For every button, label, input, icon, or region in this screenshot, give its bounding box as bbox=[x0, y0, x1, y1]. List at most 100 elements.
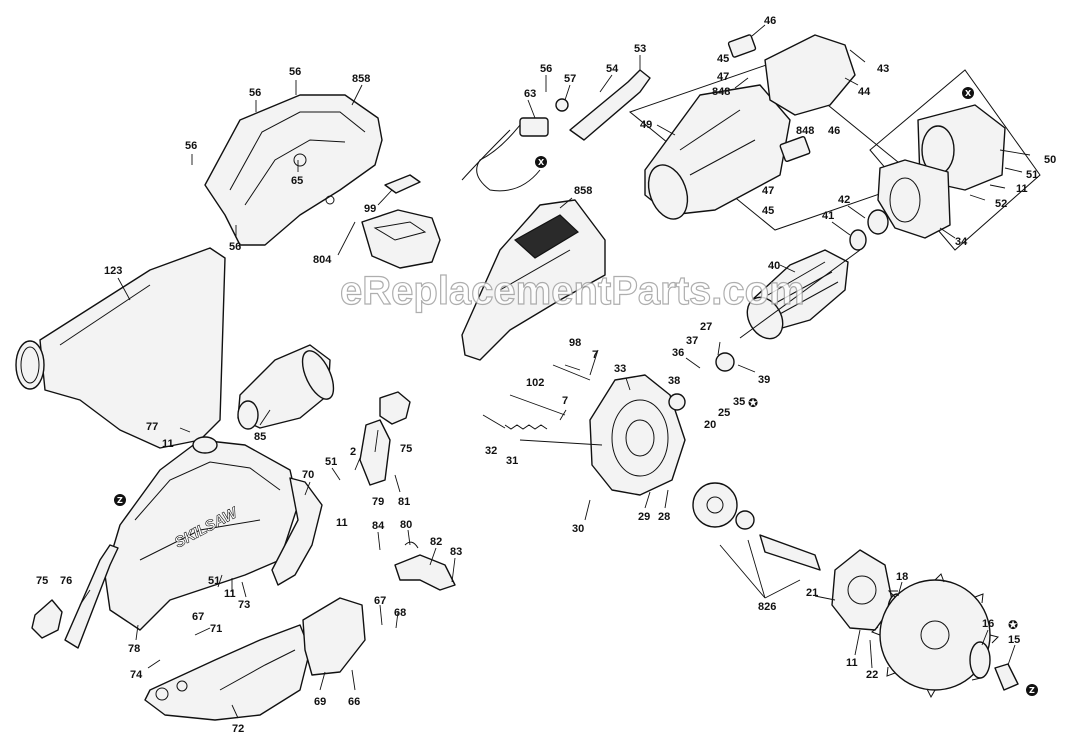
callout-83: 83 bbox=[450, 546, 462, 558]
callout-85: 85 bbox=[254, 431, 266, 443]
callout-47a: 47 bbox=[717, 71, 729, 83]
callout-99: 99 bbox=[364, 203, 376, 215]
symbol-star-35: ✪ bbox=[748, 396, 758, 410]
callout-28: 28 bbox=[658, 511, 670, 523]
callout-102: 102 bbox=[526, 377, 544, 389]
callout-858a: 858 bbox=[352, 73, 370, 85]
housing-cover bbox=[764, 34, 856, 116]
callout-45a: 45 bbox=[717, 53, 729, 65]
callout-848a: 848 bbox=[712, 86, 730, 98]
callout-70: 70 bbox=[302, 469, 314, 481]
dust-bag bbox=[15, 247, 226, 449]
callout-15: 15 bbox=[1008, 634, 1020, 646]
callout-21: 21 bbox=[806, 587, 818, 599]
callout-53: 53 bbox=[634, 43, 646, 55]
bracket-99 bbox=[384, 174, 421, 194]
callout-18: 18 bbox=[896, 571, 908, 583]
symbol-z-guard: Z bbox=[114, 494, 126, 506]
callout-69: 69 bbox=[314, 696, 326, 708]
callout-73: 73 bbox=[238, 599, 250, 611]
callout-826: 826 bbox=[758, 601, 776, 613]
callout-32: 32 bbox=[485, 445, 497, 457]
lower-guard-housing: SKILSAW bbox=[104, 436, 299, 631]
pinion-gear bbox=[715, 352, 735, 372]
callout-57: 57 bbox=[564, 73, 576, 85]
callout-41: 41 bbox=[822, 210, 834, 222]
callout-37: 37 bbox=[686, 335, 698, 347]
callout-43: 43 bbox=[877, 63, 889, 75]
callout-7a: 7 bbox=[592, 349, 598, 361]
callout-2: 2 bbox=[350, 446, 356, 458]
callout-81: 81 bbox=[398, 496, 410, 508]
callout-34: 34 bbox=[955, 236, 968, 248]
watermark: eReplacementParts.com bbox=[340, 269, 805, 313]
strap bbox=[64, 544, 119, 649]
callout-52: 52 bbox=[995, 198, 1007, 210]
outer-flange bbox=[969, 641, 991, 679]
callout-11c: 11 bbox=[162, 438, 174, 450]
svg-text:X: X bbox=[538, 158, 545, 167]
callout-33: 33 bbox=[614, 363, 626, 375]
spindle-gear-assembly bbox=[692, 482, 821, 571]
symbol-x-field: X bbox=[962, 87, 974, 99]
callout-56e: 56 bbox=[540, 63, 552, 75]
callout-858b: 858 bbox=[574, 185, 592, 197]
callout-20: 20 bbox=[704, 419, 716, 431]
callout-78: 78 bbox=[128, 643, 140, 655]
callout-84: 84 bbox=[372, 520, 385, 532]
guard-cover bbox=[302, 597, 366, 676]
callout-35: 35 bbox=[733, 396, 745, 408]
callout-39: 39 bbox=[758, 374, 770, 386]
callout-49: 49 bbox=[640, 119, 652, 131]
lower-blade-guard bbox=[144, 624, 311, 721]
field-coil bbox=[917, 104, 1006, 191]
guard-plate bbox=[271, 477, 323, 586]
screws bbox=[482, 364, 591, 429]
callout-11b: 11 bbox=[846, 657, 858, 669]
callout-31: 31 bbox=[506, 455, 518, 467]
callout-63: 63 bbox=[524, 88, 536, 100]
callout-labels: 858 56 56 56 56 65 99 804 123 56 57 63 5… bbox=[36, 15, 1056, 735]
callout-51c: 51 bbox=[208, 575, 220, 587]
callout-75a: 75 bbox=[36, 575, 48, 587]
callout-47b: 47 bbox=[762, 185, 774, 197]
knob-left bbox=[31, 599, 63, 639]
svg-text:X: X bbox=[965, 89, 972, 98]
callout-66: 66 bbox=[348, 696, 360, 708]
spring bbox=[504, 424, 548, 430]
callout-29: 29 bbox=[638, 511, 650, 523]
callout-54: 54 bbox=[606, 63, 619, 75]
svg-text:Z: Z bbox=[117, 496, 123, 505]
upper-guard-housing bbox=[204, 94, 383, 246]
svg-text:Z: Z bbox=[1029, 686, 1035, 695]
callout-11d: 11 bbox=[336, 517, 348, 529]
symbol-x-cord: X bbox=[535, 156, 547, 168]
callout-42: 42 bbox=[838, 194, 850, 206]
bearing-41 bbox=[849, 229, 867, 251]
callout-46a: 46 bbox=[764, 15, 776, 27]
callout-123: 123 bbox=[104, 265, 122, 277]
callout-79: 79 bbox=[372, 496, 384, 508]
mount-block-804 bbox=[361, 209, 441, 269]
callout-45b: 45 bbox=[762, 205, 774, 217]
motor-top-cover bbox=[461, 199, 606, 361]
callout-16: 16 bbox=[982, 618, 994, 630]
gear-housing bbox=[589, 374, 686, 496]
callout-11e: 11 bbox=[224, 588, 236, 600]
callout-804: 804 bbox=[313, 254, 332, 266]
callout-56d: 56 bbox=[229, 241, 241, 253]
callout-82: 82 bbox=[430, 536, 442, 548]
callout-51a: 51 bbox=[1026, 169, 1038, 181]
callout-46b: 46 bbox=[828, 125, 840, 137]
symbol-star-15: ✪ bbox=[1008, 618, 1018, 632]
callout-75b: 75 bbox=[400, 443, 412, 455]
symbol-z-bolt: Z bbox=[1026, 684, 1038, 696]
callout-51b: 51 bbox=[325, 456, 337, 468]
bracket-and-knob bbox=[359, 391, 411, 486]
callout-72: 72 bbox=[232, 723, 244, 735]
motor-housing bbox=[644, 84, 791, 220]
callout-56b: 56 bbox=[249, 87, 261, 99]
callout-7b: 7 bbox=[562, 395, 568, 407]
